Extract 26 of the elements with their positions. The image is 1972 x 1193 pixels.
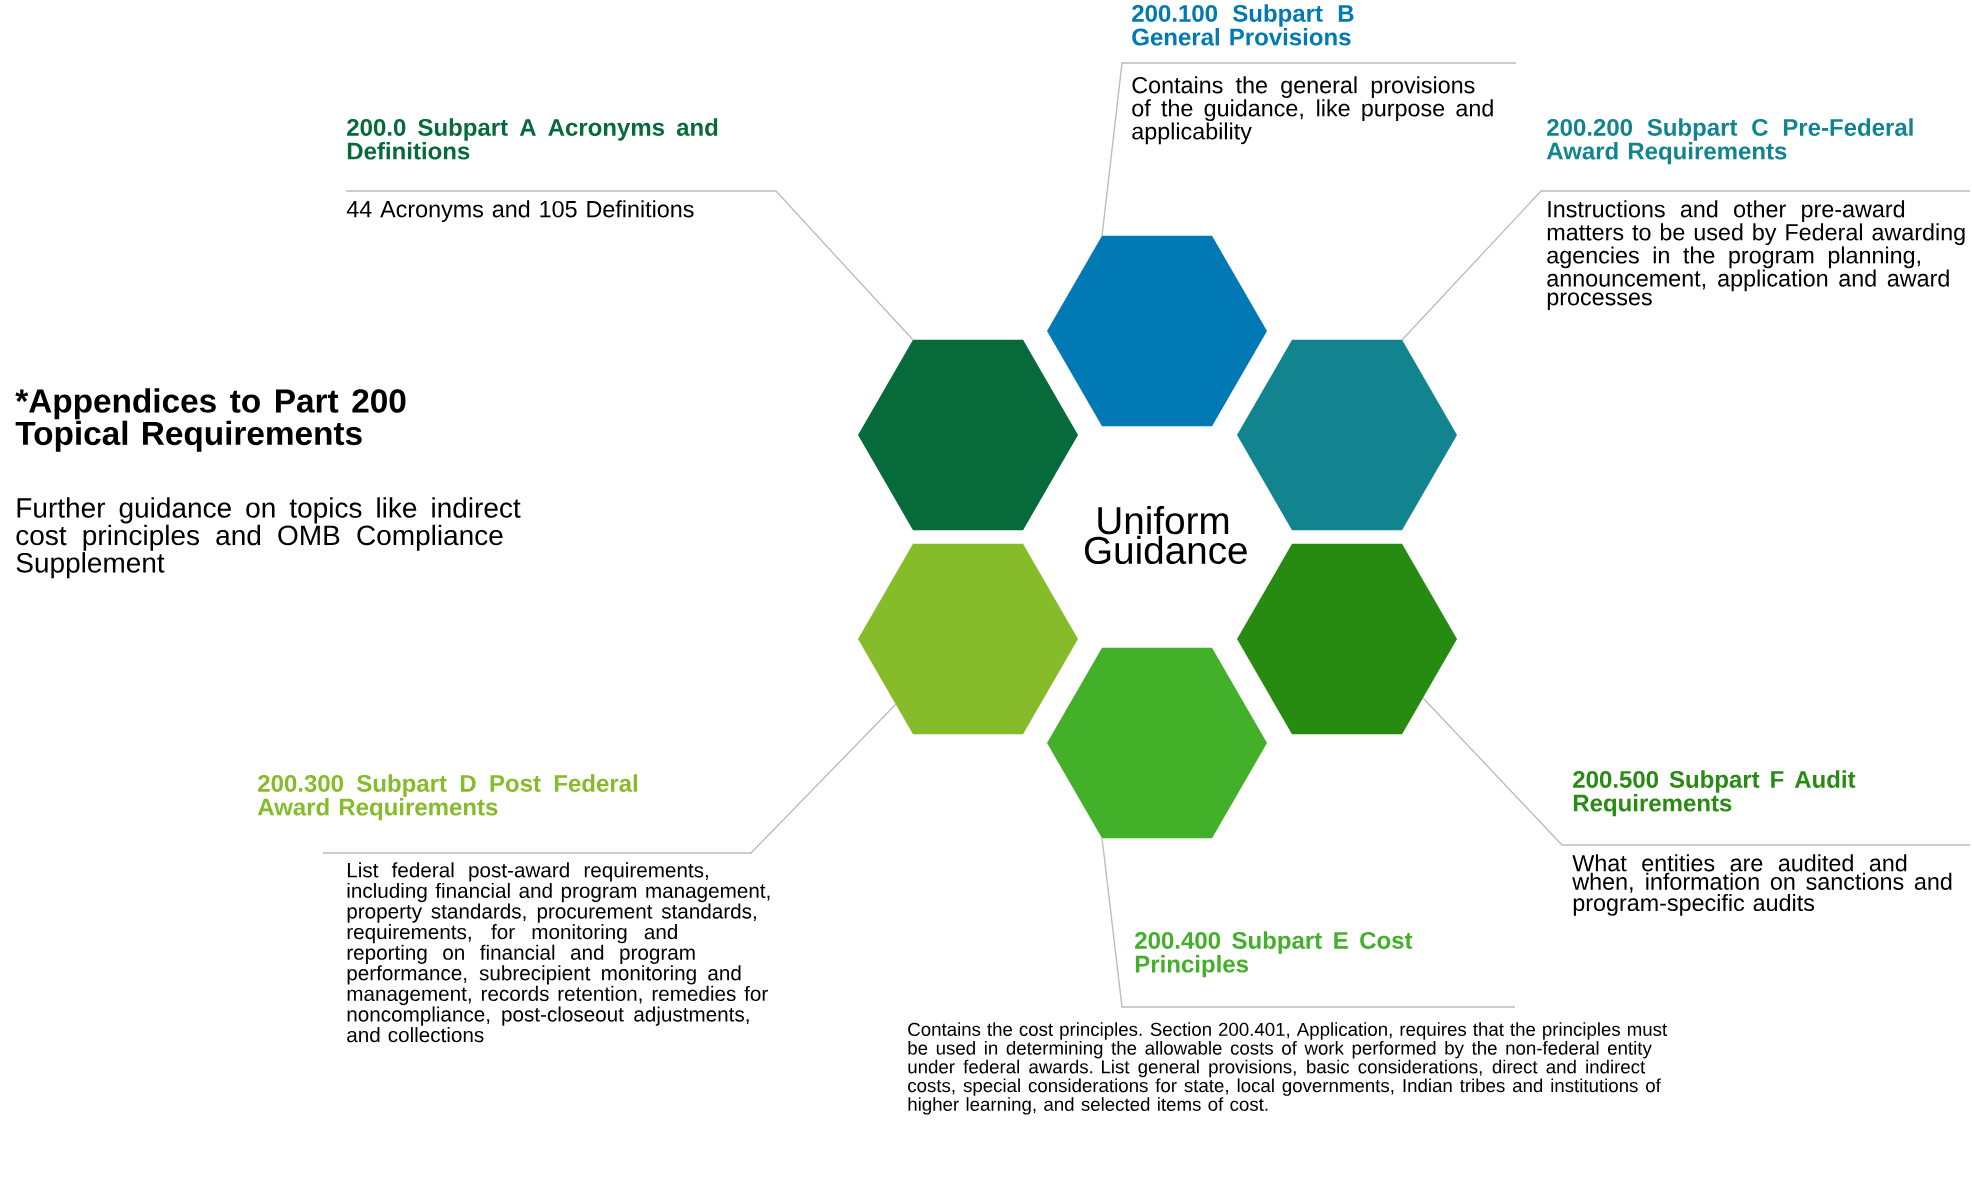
description: Contains the general provisions of the guidance, like purpose and applicability [1132, 76, 1493, 145]
leader-line [322, 703, 897, 854]
hexagon [858, 543, 1078, 735]
hexagon [1047, 235, 1267, 427]
leader-line [1101, 837, 1516, 1008]
description: Instructions and other pre-award matters to be used by Federal awarding agencies in the program planning, announcement, application and award processes [1547, 200, 1965, 310]
heading: 200.100 Subpart B General Provisions [1132, 4, 1354, 46]
description: 44 Acronyms and 105 Definitions [346, 200, 694, 223]
description: What entities are audited and when, information on sanctions and program-specific audits [1572, 854, 1952, 916]
hexagon [1047, 647, 1267, 839]
hexagon [858, 339, 1078, 531]
leader-line [1101, 62, 1517, 237]
heading: 200.300 Subpart D Post Federal Award Requirements [257, 774, 637, 821]
center-title: Uniform Guidance [1084, 505, 1247, 565]
leader-line [345, 190, 914, 341]
heading: 200.200 Subpart C Pre-Federal Award Requirements [1546, 118, 1913, 165]
heading: 200.0 Subpart A Acronyms and Definitions [347, 118, 718, 160]
description: List federal post-award requirements, including financial and program management, property standards, procurement standards, requirements, for monitoring and reporting on financial and program performance, subrecipient monitoring and management, records retention, remedies for noncompliance, post-closeout adjustments, and collections [347, 862, 770, 1043]
leader-line [1422, 697, 1971, 846]
description: Contains the cost principles. Section 200.401, Application, requires that the principles must be used in determining the allowable costs of work performed by the non-federal entity under federal awards. List general provisions, basic considerations, direct and indirect costs, special considerations for state, local governments, Indian tribes and institutions of higher learning, and selected items of cost. [908, 1022, 1668, 1115]
description: Further guidance on topics like indirect cost principles and OMB Compliance Supplement [16, 497, 521, 579]
heading: 200.400 Subpart E Cost Principles [1135, 931, 1413, 978]
heading: *Appendices to Part 200 Topical Requirements [15, 388, 406, 452]
heading: 200.500 Subpart F Audit Requirements [1573, 770, 1856, 817]
hexagon [1237, 339, 1457, 531]
leader-line [1401, 190, 1971, 341]
